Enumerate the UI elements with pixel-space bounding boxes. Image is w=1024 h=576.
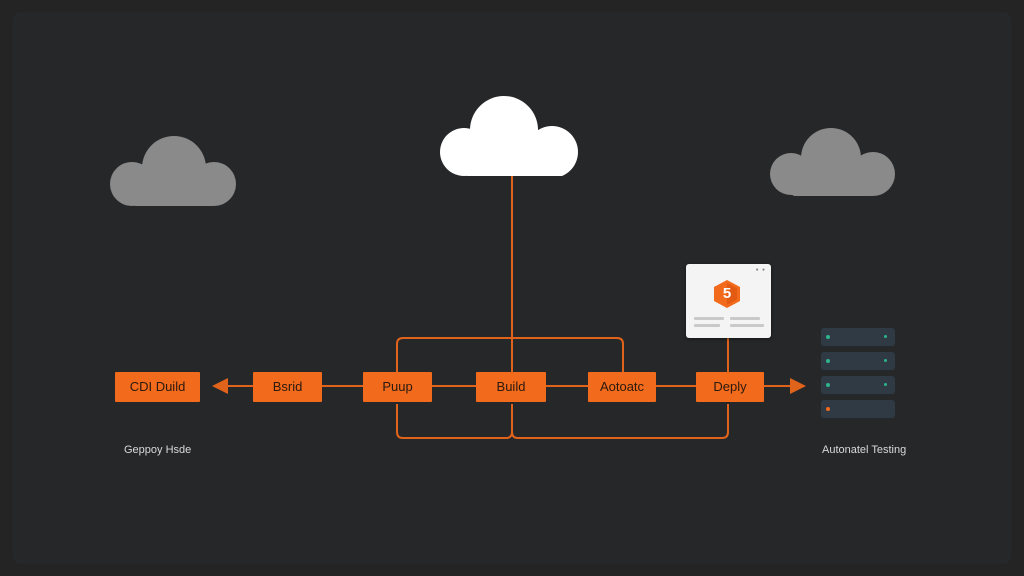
- card-text-line: [730, 317, 760, 320]
- node-build[interactable]: Build: [476, 372, 546, 402]
- left-cloud-icon: [110, 136, 236, 206]
- card-text-line: [694, 317, 724, 320]
- node-deply[interactable]: Deply: [696, 372, 764, 402]
- status-led-icon: [826, 359, 830, 363]
- html5-badge-icon: [714, 280, 740, 308]
- server-unit: [821, 328, 895, 346]
- status-led-icon: [826, 335, 830, 339]
- server-unit: [821, 400, 895, 418]
- server-unit: [821, 352, 895, 370]
- arrow-left-icon: [212, 378, 228, 394]
- window-dots-icon: ● ●: [755, 267, 766, 273]
- status-led-icon: [884, 383, 887, 386]
- card-text-line: [694, 324, 720, 327]
- lower-loop-left-line: [396, 404, 513, 439]
- server-unit: [821, 376, 895, 394]
- node-bsrid[interactable]: Bsrid: [253, 372, 322, 402]
- arrow-right-icon: [790, 378, 806, 394]
- node-aotoatc[interactable]: Aotoatc: [588, 372, 656, 402]
- node-cdi-build[interactable]: CDI Duild: [115, 372, 200, 402]
- caption-left: Geppoy Hsde: [124, 444, 192, 456]
- node-puup[interactable]: Puup: [363, 372, 432, 402]
- status-led-icon: [884, 335, 887, 338]
- status-led-icon: [884, 359, 887, 362]
- caption-right: Autonatel Testing: [822, 444, 907, 456]
- status-led-icon: [826, 383, 830, 387]
- center-cloud-icon: [440, 96, 578, 176]
- card-text-line: [730, 324, 764, 327]
- lower-loop-right-line: [511, 404, 729, 439]
- right-cloud-icon: [770, 128, 895, 196]
- upper-loop-line: [396, 337, 624, 386]
- document-card[interactable]: ● ● 5: [686, 264, 771, 338]
- status-led-icon: [826, 407, 830, 411]
